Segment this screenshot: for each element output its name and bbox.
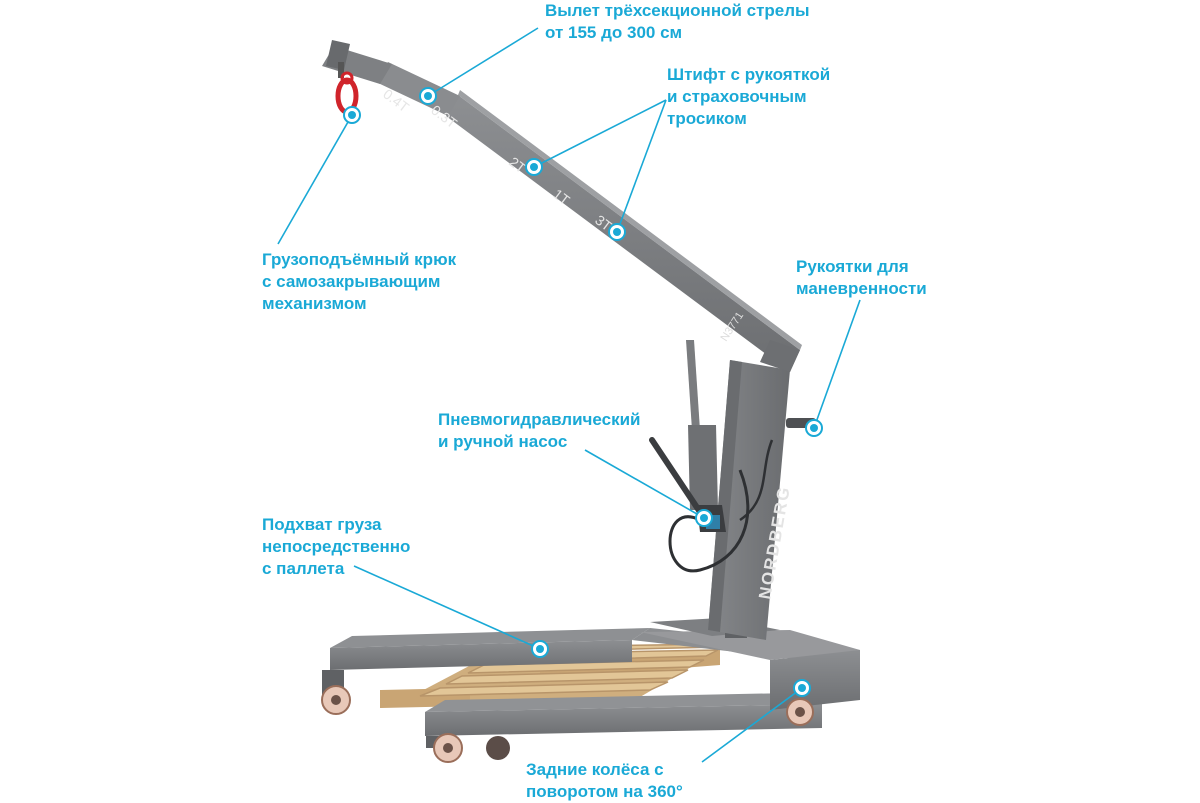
callout-dots	[343, 87, 823, 697]
callout-wheels: Задние колёса с поворотом на 360°	[526, 759, 683, 803]
callout-pin-line-3: тросиком	[667, 109, 747, 128]
dot-pin-a	[525, 158, 543, 176]
callout-boom-reach-line-1: Вылет трёхсекционной стрелы	[545, 1, 810, 20]
callout-pallet: Подхват груза непосредственно с паллета	[262, 514, 410, 580]
callout-hook-line-3: механизмом	[262, 294, 367, 313]
wheel-front-left	[321, 670, 351, 715]
dot-boom	[419, 87, 437, 105]
dot-pump	[695, 509, 713, 527]
callout-pin-line-2: и страховочным	[667, 87, 807, 106]
dot-wheels	[793, 679, 811, 697]
callout-pin-line-1: Штифт с рукояткой	[667, 65, 831, 84]
callout-boom-reach-line-2: от 155 до 300 см	[545, 23, 683, 42]
leader-pin-a	[533, 99, 667, 168]
dot-handles	[805, 419, 823, 437]
callout-pin: Штифт с рукояткой и страховочным тросико…	[667, 64, 830, 130]
callout-wheels-line-2: поворотом на 360°	[526, 782, 683, 801]
leader-wheels	[701, 687, 803, 763]
leader-pin-b	[616, 99, 667, 233]
callout-handles: Рукоятки для маневренности	[796, 256, 927, 300]
callout-wheels-line-1: Задние колёса с	[526, 760, 664, 779]
callout-pump-line-1: Пневмогидравлический	[438, 410, 641, 429]
callout-pallet-line-2: непосредственно	[262, 537, 411, 556]
callout-handles-line-1: Рукоятки для	[796, 257, 909, 276]
dot-hook	[343, 106, 361, 124]
leader-boom	[427, 27, 539, 97]
callout-pallet-line-3: с паллета	[262, 559, 345, 578]
callout-boom-reach: Вылет трёхсекционной стрелы от 155 до 30…	[545, 0, 810, 44]
callout-lines	[277, 27, 861, 763]
dot-pin-b	[608, 223, 626, 241]
callout-handles-line-2: маневренности	[796, 279, 927, 298]
callout-pump: Пневмогидравлический и ручной насос	[438, 409, 641, 453]
callout-hook-line-2: с самозакрывающим	[262, 272, 441, 291]
leader-pallet	[353, 565, 541, 650]
callout-pallet-line-1: Подхват груза	[262, 515, 382, 534]
callout-hook: Грузоподъёмный крюк с самозакрывающим ме…	[262, 249, 456, 315]
callout-pump-line-2: и ручной насос	[438, 432, 568, 451]
mast: NORDBERG	[708, 360, 816, 640]
wheel-rear-right	[786, 698, 814, 726]
hydraulic-ram	[686, 340, 718, 510]
leader-pump	[584, 449, 705, 519]
wheel-front-right	[426, 733, 463, 763]
callout-hook-line-1: Грузоподъёмный крюк	[262, 250, 457, 269]
dot-pallet	[531, 640, 549, 658]
leader-handles	[813, 299, 861, 429]
wheel-rear-left	[486, 736, 510, 760]
leader-hook	[277, 114, 353, 245]
